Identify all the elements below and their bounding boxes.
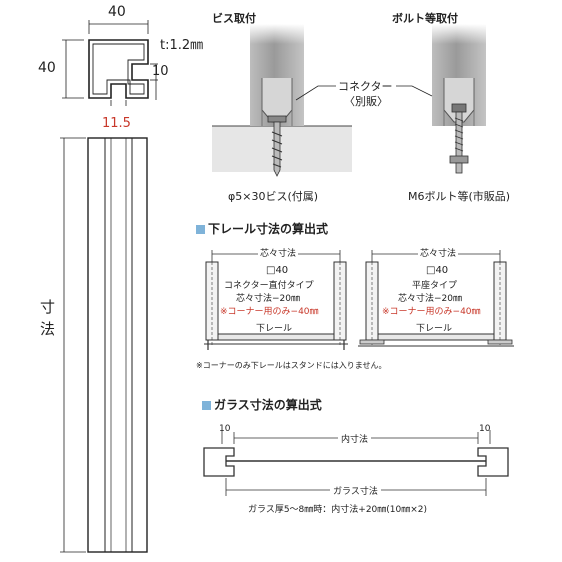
bolt-spec-label: M6ボルト等(市販品) <box>408 190 511 203</box>
profile-thickness-label: t:1.2㎜ <box>160 38 204 53</box>
section-square-icon <box>202 401 211 410</box>
rail-right-formula: 芯々寸法−20㎜ <box>398 294 462 304</box>
connector-label: コネクター <box>338 80 393 93</box>
rail-left-corner: ※コーナー用のみ−40㎜ <box>220 307 319 317</box>
rail-left-size: □40 <box>266 265 289 276</box>
rail-left-dim: 芯々寸法 <box>258 246 299 259</box>
glass-formula: ガラス厚5〜8㎜時：内寸法+20㎜(10㎜×2) <box>248 505 428 515</box>
profile-width-label: 40 <box>108 4 126 20</box>
connector-leaders <box>295 85 433 101</box>
profile-section <box>62 20 158 106</box>
rail-left-type: コネクター直付タイプ <box>224 281 314 291</box>
rail-diagram-left <box>204 250 348 350</box>
rail-heading-text: 下レール寸法の算出式 <box>208 222 329 236</box>
rail-note: ※コーナーのみ下レールはスタンドには入りません。 <box>196 361 387 370</box>
rail-section-heading: 下レール寸法の算出式 <box>196 220 328 237</box>
profile-notch-label: 10 <box>152 64 169 79</box>
rail-right-dim: 芯々寸法 <box>418 246 459 259</box>
rail-left-label: 下レール <box>256 324 293 334</box>
screw-install-figure <box>212 24 352 177</box>
glass-dim: ガラス寸法 <box>330 484 381 497</box>
rail-right-size: □40 <box>426 265 449 276</box>
post-length-label: 寸 法 <box>40 298 56 338</box>
glass-right-gap: 10 <box>479 424 491 434</box>
section-square-icon <box>196 225 205 234</box>
screw-install-title: ビス取付 <box>212 12 256 25</box>
rail-right-type: 平座タイプ <box>412 281 458 291</box>
bolt-install-title: ボルト等取付 <box>392 12 458 25</box>
glass-section-heading: ガラス寸法の算出式 <box>202 396 322 413</box>
rail-left-formula: 芯々寸法−20㎜ <box>236 294 300 304</box>
screw-spec-label: φ5×30ビス(付属) <box>228 190 319 203</box>
post-length-view <box>60 137 148 553</box>
glass-inner-dim: 内寸法 <box>338 432 372 445</box>
profile-height-label: 40 <box>38 60 56 76</box>
connector-sub-label: 〈別販〉 <box>344 95 388 108</box>
glass-left-gap: 10 <box>219 424 231 434</box>
glass-heading-text: ガラス寸法の算出式 <box>214 398 322 412</box>
rail-right-corner: ※コーナー用のみ−40㎜ <box>382 307 481 317</box>
bolt-install-figure <box>432 24 486 174</box>
rail-diagram-right <box>358 250 514 347</box>
profile-slot-label: 11.5 <box>102 116 131 131</box>
rail-right-label: 下レール <box>416 324 453 334</box>
